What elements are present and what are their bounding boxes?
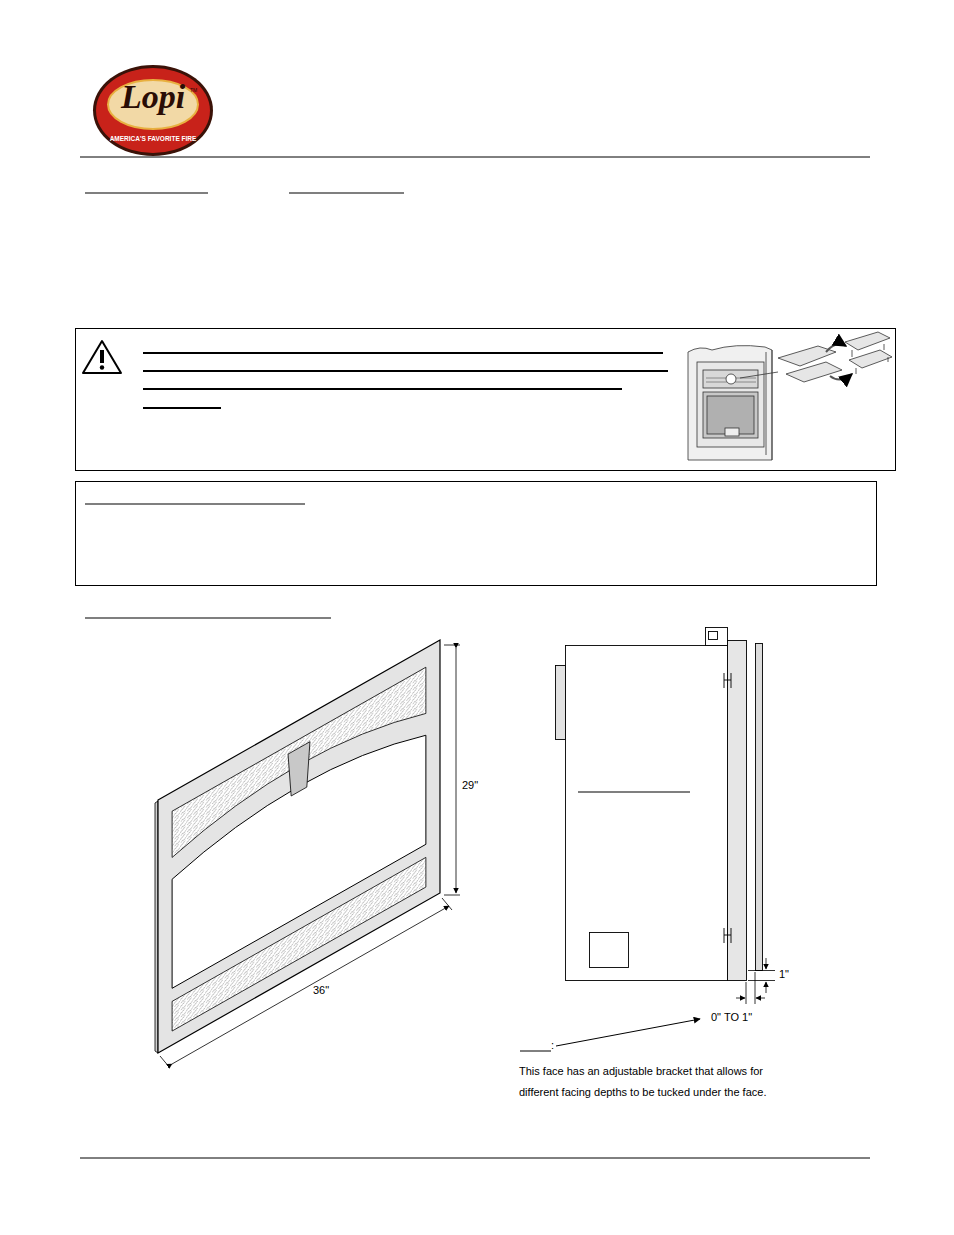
footer-rule [80, 1158, 870, 1159]
dimension: 0" TO 1" [711, 1011, 752, 1024]
logo-rim [93, 65, 213, 156]
side-view [556, 628, 763, 981]
logo-tagline: AMERICA'S FAVORITE FIRE [92, 136, 214, 143]
note-mark: : [551, 1039, 554, 1052]
heading-underline [85, 192, 208, 193]
dimension: 1" [779, 968, 789, 981]
header-rule [80, 157, 870, 158]
warning-underlines [143, 353, 668, 408]
heading-underline [85, 503, 305, 504]
dimension-lines [160, 645, 460, 1068]
dimension: 36" [313, 984, 329, 997]
trademark: TM [190, 88, 197, 93]
dimension: 29" [462, 779, 478, 792]
logo-wordmark: Lopi [92, 80, 214, 114]
clip-illustration [688, 332, 892, 460]
decorative-face [158, 640, 440, 1053]
side-dimensions [520, 958, 775, 1051]
warning-icon [83, 341, 121, 373]
heading-underline [289, 192, 404, 193]
note-text: This face has an adjustable bracket that… [519, 1061, 804, 1103]
notice-box [76, 482, 877, 586]
heading-underline [85, 617, 331, 618]
warning-box [76, 329, 896, 471]
logo-oval: LopiTM AMERICA'S FAVORITE FIRE [92, 64, 214, 157]
